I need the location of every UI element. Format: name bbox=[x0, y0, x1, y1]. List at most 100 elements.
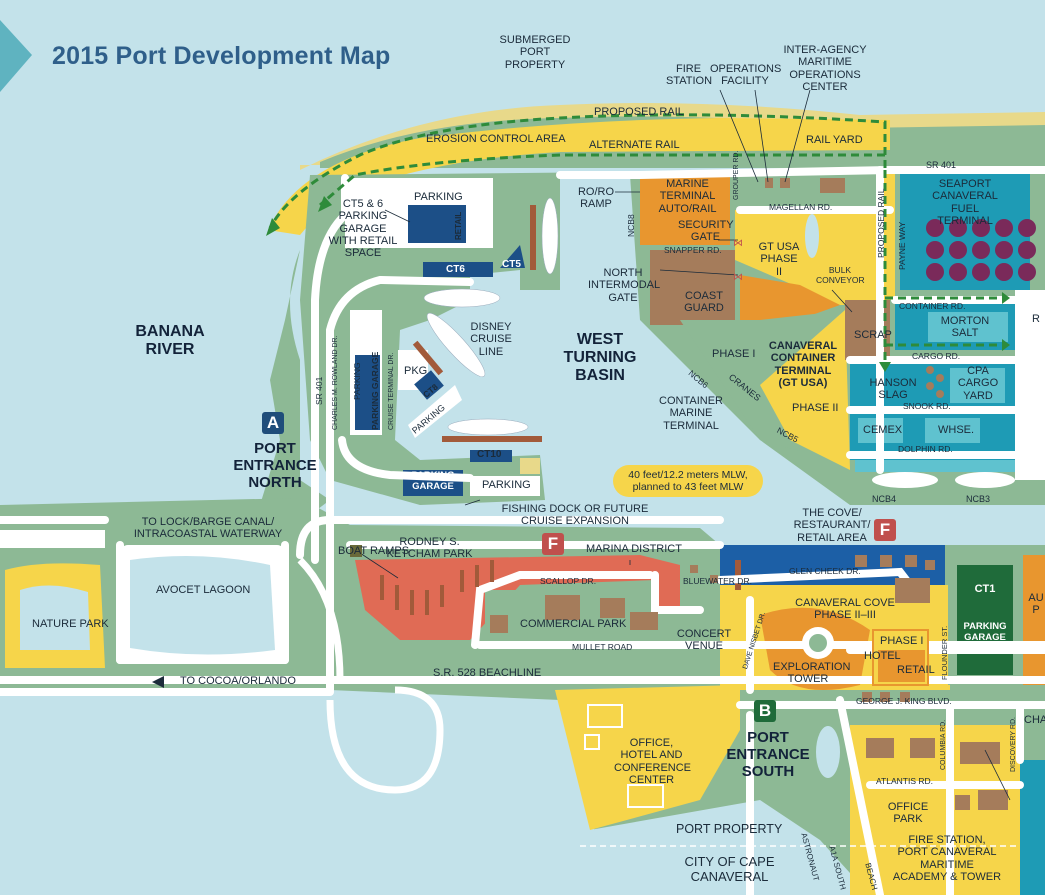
parking-diag-lot bbox=[408, 385, 462, 438]
exploration-tower-label: EXPLORATION TOWER bbox=[773, 661, 851, 686]
entrance-b-badge: B bbox=[754, 700, 776, 722]
container-marine-label: CONTAINER MARINE TERMINAL bbox=[659, 395, 723, 432]
ct1-building bbox=[957, 565, 1013, 675]
cargo-ships bbox=[872, 320, 1045, 488]
snook-rd-label: SNOOK RD. bbox=[903, 401, 951, 411]
west-shore bbox=[260, 250, 330, 515]
security-gate-label: SECURITY GATE bbox=[678, 219, 734, 244]
inter-agency-label: INTER-AGENCY MARITIME OPERATIONS CENTER bbox=[783, 44, 867, 93]
coast-guard-area bbox=[650, 250, 735, 325]
canal-road bbox=[0, 530, 105, 548]
office-hotel-label: OFFICE, HOTEL AND CONFERENCE CENTER bbox=[614, 737, 692, 786]
grouper-label: GROUPER RD. bbox=[733, 150, 740, 200]
ncb4-label: NCB4 bbox=[872, 494, 897, 504]
cpa-yard bbox=[950, 368, 1005, 403]
small-pond bbox=[816, 726, 840, 778]
office-lots bbox=[584, 704, 664, 808]
proposed-rail-vert-label: PROPOSED RAIL bbox=[876, 188, 886, 258]
phase1-top-label: PHASE I bbox=[712, 348, 756, 360]
boat-ramp-icon bbox=[350, 545, 362, 557]
entrance-a-badge: A bbox=[262, 412, 284, 434]
ncb3-label: NCB3 bbox=[966, 494, 991, 504]
mullet-label: MULLET ROAD bbox=[572, 642, 633, 652]
sr528-label: S.R. 528 BEACHLINE bbox=[433, 667, 542, 679]
cruise-ships bbox=[423, 197, 559, 436]
submerged-label: SUBMERGED PORT PROPERTY bbox=[499, 34, 571, 71]
bluewater-label: BLUEWATER DR. bbox=[683, 576, 752, 586]
canaveral-cove-label: CANAVERAL COVE PHASE II–III bbox=[795, 597, 895, 622]
parking-vert-label: PARKING bbox=[352, 362, 362, 400]
city-cape-label: CITY OF CAPE CANAVERAL bbox=[684, 854, 775, 884]
ct56-garage-label: CT5 & 6 PARKING GARAGE WITH RETAIL SPACE bbox=[328, 198, 398, 260]
page-title: 2015 Port Development Map bbox=[52, 42, 391, 70]
marine-terminal-label: MARINE TERMINAL AUTO/RAIL bbox=[658, 178, 717, 215]
whse-label: WHSE. bbox=[938, 424, 975, 436]
pointer-lines bbox=[359, 89, 1011, 801]
flounder-label: FLOUNDER ST. bbox=[940, 625, 949, 680]
hanson-slag-label: HANSON SLAG bbox=[869, 377, 917, 402]
ct1-label: CT1 bbox=[974, 583, 996, 595]
parking-top-label: PARKING bbox=[414, 191, 463, 203]
west-turning-basin-label: WEST TURNING BASIN bbox=[563, 331, 637, 384]
north-pond bbox=[805, 214, 819, 258]
magellan-label: MAGELLAN RD. bbox=[769, 202, 833, 212]
depth-note: 40 feet/12.2 meters MLW, planned to 43 f… bbox=[613, 465, 763, 497]
fuel-badge-marina: F bbox=[542, 533, 564, 555]
buildings bbox=[490, 178, 1008, 810]
ct6-label: CT6 bbox=[446, 264, 465, 275]
ct10-building bbox=[470, 450, 512, 462]
parking-garage-box-label: PARKING GARAGE bbox=[411, 470, 455, 492]
cha-edge-label: CHA bbox=[1024, 714, 1045, 726]
interchange-loops bbox=[297, 557, 444, 794]
fuel-badge-cove: F bbox=[874, 519, 896, 541]
sr401-label: SR 401 bbox=[314, 376, 324, 405]
ncb8-label: NCB8 bbox=[626, 214, 636, 237]
snapper-label: SNAPPER RD. bbox=[664, 245, 722, 255]
arrow-left-icon bbox=[152, 676, 164, 688]
east-orange bbox=[1023, 555, 1045, 685]
charles-rowland-label: CHARLES M. ROWLAND DR. bbox=[332, 335, 339, 430]
ct10-label: CT10 bbox=[477, 449, 502, 460]
marina-docks bbox=[380, 560, 494, 615]
fuel-tanks bbox=[926, 219, 1036, 281]
fire-station-label: FIRE STATION bbox=[666, 63, 713, 88]
port-entrance-north-label: PORT ENTRANCE NORTH bbox=[233, 440, 317, 491]
orange-strip bbox=[740, 275, 840, 330]
container-rd-label: CONTAINER RD. bbox=[899, 301, 966, 311]
parking-garage-vert-bldg bbox=[355, 355, 380, 430]
retail-block bbox=[878, 650, 925, 682]
rail-yard-label: RAIL YARD bbox=[806, 134, 863, 146]
marina-label: MARINA DISTRICT bbox=[586, 543, 682, 555]
office-hotel-area bbox=[555, 685, 740, 830]
parking-garage-ct1-label: PARKING GARAGE bbox=[963, 621, 1007, 643]
ketcham-label: RODNEY S. KETCHAM PARK bbox=[386, 536, 473, 561]
erosion-label: EROSION CONTROL AREA bbox=[426, 133, 566, 145]
piers bbox=[412, 205, 741, 590]
morton-salt-label: MORTON SALT bbox=[940, 315, 990, 340]
glen-cheek-label: GLEN CHEEK DR. bbox=[789, 566, 861, 576]
port-entrance-south-label: PORT ENTRANCE SOUTH bbox=[726, 729, 810, 780]
disney-label: DISNEY CRUISE LINE bbox=[470, 321, 512, 358]
alternate-rail-label: ALTERNATE RAIL bbox=[589, 139, 680, 151]
southeast-water bbox=[1020, 760, 1045, 895]
ct56-garage-building bbox=[408, 205, 466, 243]
ct6-building bbox=[423, 262, 493, 277]
pkg-label: PKG bbox=[404, 365, 428, 377]
container-terminal-ph2 bbox=[760, 310, 850, 470]
nature-park-water bbox=[20, 585, 90, 650]
security-gate-mark: ⋈ bbox=[733, 238, 743, 249]
corner-tab bbox=[0, 20, 32, 92]
nature-park-label: NATURE PARK bbox=[32, 618, 109, 630]
cpa-cargo-yard-label: CPA CARGO YARD bbox=[957, 365, 999, 402]
phase1-hotel-label: PHASE I bbox=[880, 635, 924, 647]
banana-river-label: BANANA RIVER bbox=[135, 323, 205, 358]
r-edge-label: R bbox=[1032, 313, 1040, 325]
phase2-top-label: PHASE II bbox=[792, 402, 839, 414]
dolphin-rd-label: DOLPHIN RD. bbox=[898, 444, 953, 454]
tower-inner bbox=[809, 634, 827, 652]
au-edge-label: AU P bbox=[1028, 592, 1044, 617]
avocet-label: AVOCET LAGOON bbox=[156, 584, 251, 596]
intermodal-gate-mark: ⋈ bbox=[733, 272, 743, 283]
